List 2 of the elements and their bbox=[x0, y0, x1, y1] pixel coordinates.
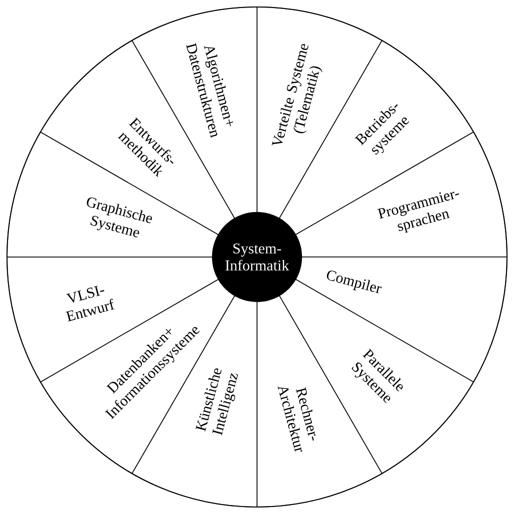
node-label: Compiler bbox=[326, 270, 382, 294]
node-label: Rechner- Architektur bbox=[278, 386, 316, 452]
